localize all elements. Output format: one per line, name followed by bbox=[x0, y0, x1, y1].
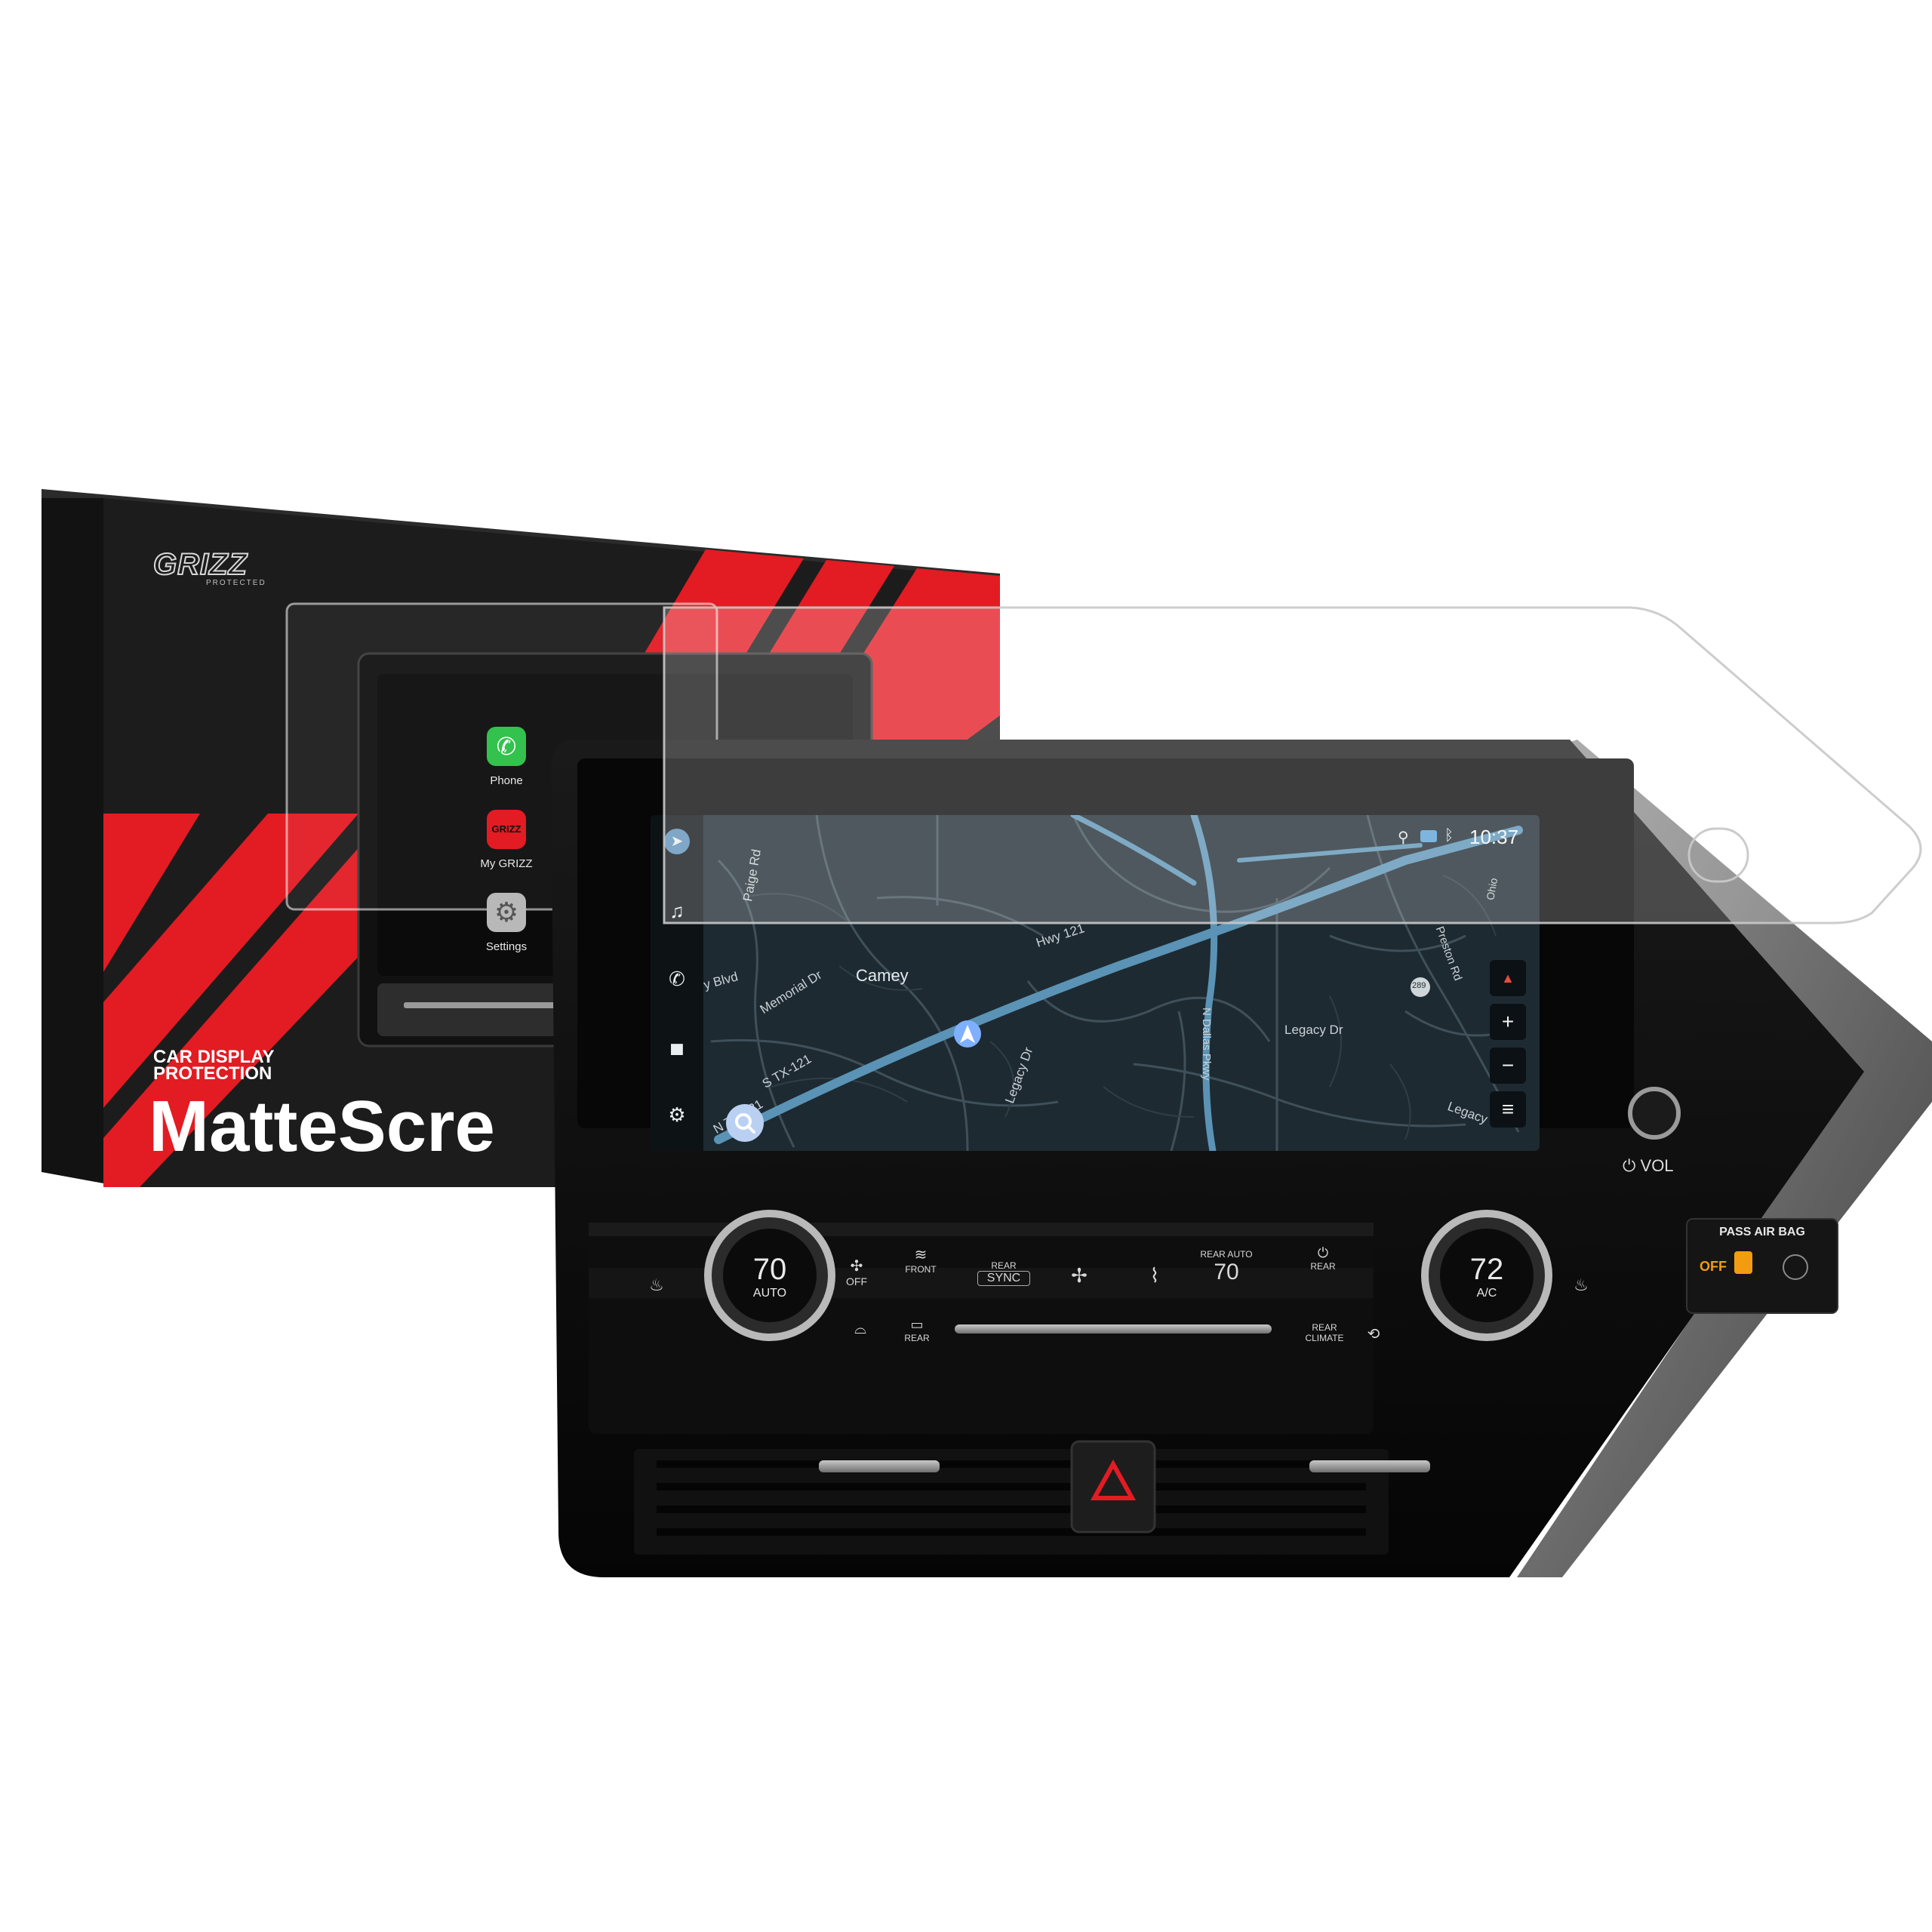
volume-label: ⏻ VOL bbox=[1623, 1156, 1674, 1175]
navigation-arrow-icon[interactable]: ➤ bbox=[664, 829, 690, 854]
compass-icon[interactable]: ▲ bbox=[1490, 960, 1526, 996]
recirculation-button[interactable]: ⟲ bbox=[1358, 1324, 1389, 1343]
seat-heat-icon: ♨ bbox=[649, 1275, 664, 1294]
right-temperature-display[interactable]: 72 A/C bbox=[1469, 1253, 1504, 1300]
map-label-legacy-dr-2: Legacy Dr bbox=[1284, 1023, 1343, 1037]
right-vent-handle[interactable] bbox=[1309, 1460, 1430, 1472]
zoom-out-icon[interactable]: − bbox=[1490, 1048, 1526, 1084]
left-seat-heat-button[interactable]: ♨ bbox=[645, 1275, 668, 1295]
infotainment-screen[interactable]: Camey Hwy 121 Memorial Dr Paige Rd S TX-… bbox=[651, 815, 1540, 1151]
airbag-icon bbox=[1734, 1251, 1752, 1274]
fan-icon: ✣ bbox=[850, 1258, 863, 1275]
map-label-city: Camey bbox=[856, 966, 909, 985]
app-label-phone: Phone bbox=[490, 774, 523, 787]
connected-services-icon bbox=[1420, 830, 1437, 842]
box-tagline: CAR DISPLAY PROTECTION bbox=[153, 1047, 275, 1084]
sidebar: ➤ ♫ ✆ ▅ ⚙ bbox=[651, 815, 703, 1151]
search-icon bbox=[735, 1113, 755, 1134]
rear-defog-icon: ▭ bbox=[910, 1317, 924, 1332]
product-name: MatteScre bbox=[149, 1086, 495, 1167]
settings-app-tile: ⚙ bbox=[487, 893, 526, 932]
map-label-n-dallas-pkwy: N Dallas Pkwy bbox=[1200, 1008, 1213, 1081]
rear-sync-button[interactable]: REAR SYNC bbox=[977, 1260, 1030, 1286]
grizz-logo: GRIZZ PROTECTED bbox=[152, 547, 266, 587]
map-view[interactable] bbox=[651, 815, 1540, 1151]
airbag-disabled-icon bbox=[1783, 1254, 1808, 1280]
front-defrost-icon: ≋ bbox=[914, 1247, 928, 1263]
airbag-off-status: OFF bbox=[1700, 1259, 1727, 1274]
search-button[interactable] bbox=[726, 1104, 764, 1142]
phone-icon[interactable]: ✆ bbox=[669, 968, 685, 990]
status-bar: ⚲ ᛒ 10:37 bbox=[1398, 826, 1534, 851]
phone-icon: ✆ bbox=[496, 733, 517, 760]
power-icon: ⏻ bbox=[1317, 1245, 1329, 1260]
seat-vent-button[interactable]: ⌇ bbox=[1132, 1264, 1177, 1287]
bluetooth-icon: ᛒ bbox=[1444, 827, 1454, 844]
hvac-slider-bar[interactable] bbox=[955, 1324, 1272, 1334]
seat-heat-icon: ♨ bbox=[1574, 1275, 1589, 1294]
grizz-app-tile: GRIZZ bbox=[487, 810, 526, 849]
clock: 10:37 bbox=[1469, 826, 1519, 848]
vehicle-position-icon bbox=[960, 1025, 975, 1043]
route-shield-289: 289 bbox=[1412, 981, 1426, 990]
left-temperature-display[interactable]: 70 AUTO bbox=[752, 1253, 787, 1300]
zoom-in-icon[interactable]: + bbox=[1490, 1004, 1526, 1040]
car-icon[interactable]: ▅ bbox=[671, 1038, 683, 1055]
app-label-my-grizz: My GRIZZ bbox=[480, 857, 533, 870]
recirculation-icon: ⟲ bbox=[1367, 1326, 1380, 1343]
phone-app-tile: ✆ bbox=[487, 727, 526, 766]
hazard-button[interactable] bbox=[1072, 1441, 1155, 1532]
fan-off-button[interactable]: ✣ OFF bbox=[841, 1257, 872, 1287]
windshield-button[interactable]: ⌓ bbox=[845, 1321, 875, 1338]
rear-defog-button[interactable]: ▭ REAR bbox=[894, 1317, 940, 1343]
airbag-indicator: PASS AIR BAG OFF bbox=[1690, 1223, 1834, 1306]
music-note-icon[interactable]: ♫ bbox=[669, 900, 685, 922]
location-icon: ⚲ bbox=[1398, 829, 1409, 846]
rear-power-button[interactable]: ⏻ REAR bbox=[1304, 1245, 1342, 1272]
settings-gear-icon[interactable]: ⚙ bbox=[668, 1103, 686, 1126]
menu-icon[interactable]: ≡ bbox=[1490, 1091, 1526, 1128]
air-flow-button[interactable]: ✢ bbox=[1057, 1264, 1102, 1287]
front-defrost-button[interactable]: ≋ FRONT bbox=[898, 1245, 943, 1275]
seat-vent-icon: ⌇ bbox=[1149, 1264, 1160, 1287]
right-seat-heat-button[interactable]: ♨ bbox=[1570, 1275, 1592, 1295]
settings-gear-icon: ⚙ bbox=[494, 897, 519, 928]
app-label-settings: Settings bbox=[485, 940, 528, 953]
windshield-icon: ⌓ bbox=[854, 1321, 866, 1337]
air-flow-icon: ✢ bbox=[1071, 1264, 1088, 1287]
rear-climate-button[interactable]: REAR CLIMATE bbox=[1305, 1322, 1344, 1343]
grizz-app-icon: GRIZZ bbox=[491, 823, 521, 835]
rear-temperature-display[interactable]: REAR AUTO 70 bbox=[1200, 1249, 1253, 1284]
left-vent-handle[interactable] bbox=[819, 1460, 940, 1472]
